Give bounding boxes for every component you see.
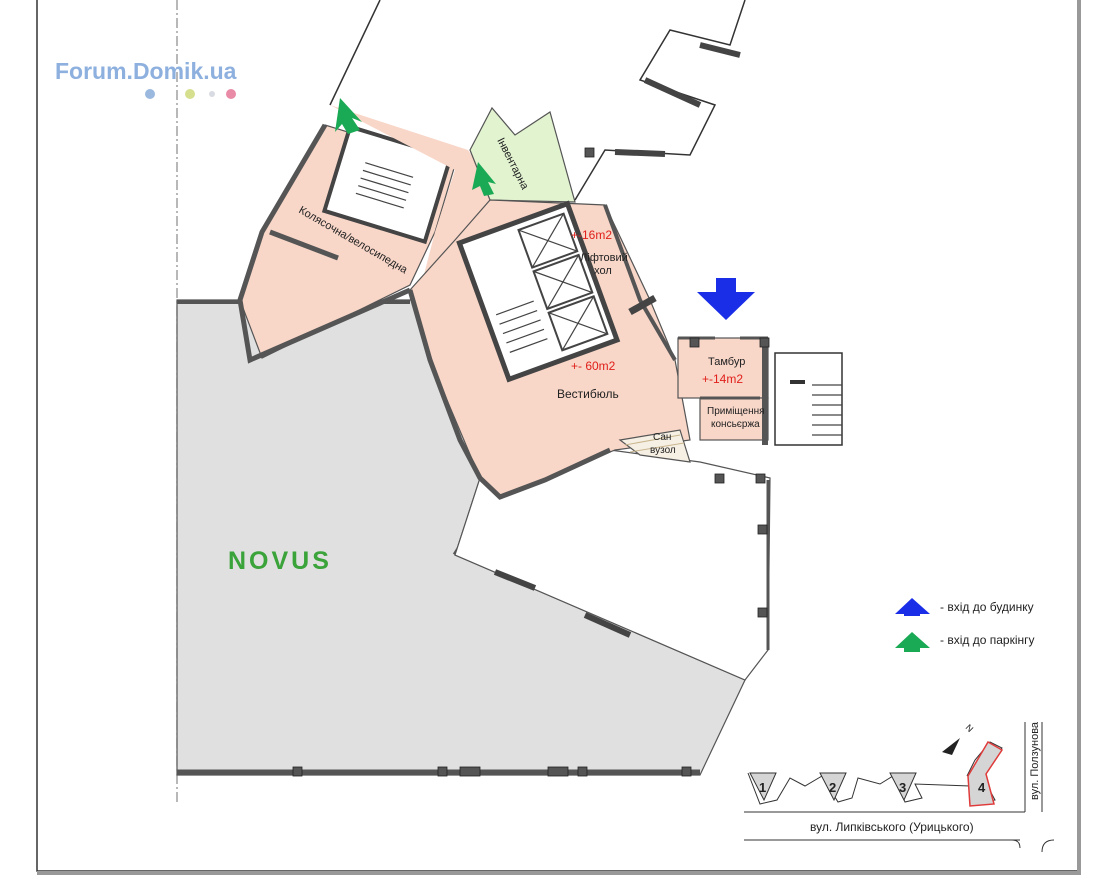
watermark-dots	[145, 89, 236, 99]
upper-wing-window-2	[643, 77, 702, 108]
exterior-stair-steps	[790, 380, 842, 436]
elevator-hall-label-2: хол	[594, 265, 612, 277]
legend-building-entry: - вхід до будинку	[940, 600, 1034, 614]
upper-wing-window-3	[699, 42, 741, 58]
upper-wing-outline-left	[329, 0, 381, 106]
elevator-block	[456, 200, 621, 383]
legend-green-arrow-icon	[895, 632, 930, 652]
structural-columns	[292, 147, 770, 777]
wc-tiles	[624, 434, 685, 453]
tambour-room	[677, 337, 769, 399]
tambour-label: Тамбур	[708, 356, 745, 368]
site-section-1-label: 1	[759, 780, 766, 795]
north-label: N	[964, 722, 976, 734]
street-side-label: вул. Ползунова	[1029, 721, 1041, 800]
street-main-label: вул. Липківського (Урицького)	[810, 820, 974, 834]
site-section-4-label: 4	[978, 780, 986, 795]
parking-entry-arrow-icon-2	[472, 162, 496, 196]
stroller-partition	[269, 229, 339, 261]
vestibule-label: Вестибюль	[557, 387, 619, 401]
wc-room	[618, 429, 691, 463]
elevator-hall-area: +-16m2	[571, 228, 612, 242]
north-arrow-icon	[942, 738, 960, 755]
building-entry-arrow-icon	[697, 278, 755, 320]
site-section-4	[967, 740, 1004, 807]
concierge-room	[699, 397, 769, 441]
vestibule-area-label: +- 60m2	[571, 359, 616, 373]
watermark-text: Forum.Domik.ua	[55, 58, 237, 84]
window-2	[583, 612, 632, 638]
parking-entry-arrow-icon-1	[335, 98, 362, 134]
site-section-3	[889, 772, 917, 802]
site-section-1	[749, 772, 777, 802]
wc-label-2: вузол	[650, 445, 676, 456]
concierge-label-1: Приміщення	[707, 406, 765, 417]
concierge-label-2: консьєржа	[711, 419, 760, 430]
site-section-2	[819, 772, 847, 802]
store-name: NOVUS	[228, 547, 332, 575]
stair-core-left	[321, 124, 454, 245]
window-1	[493, 569, 537, 591]
legend-blue-arrow-icon	[895, 598, 930, 616]
upper-wing-window-1	[614, 149, 666, 157]
wc-label-1: Сан	[653, 432, 671, 443]
elevator-hall-door	[628, 294, 657, 316]
upper-wing-outline-right	[574, 0, 746, 201]
stair-steps-left	[355, 162, 414, 209]
exterior-stair	[774, 352, 843, 446]
vestibule-west-wall	[407, 289, 612, 500]
elevator-hall-east-wall	[603, 204, 677, 362]
site-section-3-label: 3	[899, 780, 906, 795]
legend-parking-entry: - вхід до паркінгу	[940, 633, 1034, 647]
site-plan: 1 2 3 4 вул. Липківського (Урицького) ву…	[744, 721, 1055, 853]
tambour-area: +-14m2	[702, 372, 743, 386]
elevator-hall-label-1: Ліфтовий	[580, 252, 628, 264]
stroller-room-walls	[237, 123, 412, 364]
site-section-2-label: 2	[829, 780, 836, 795]
